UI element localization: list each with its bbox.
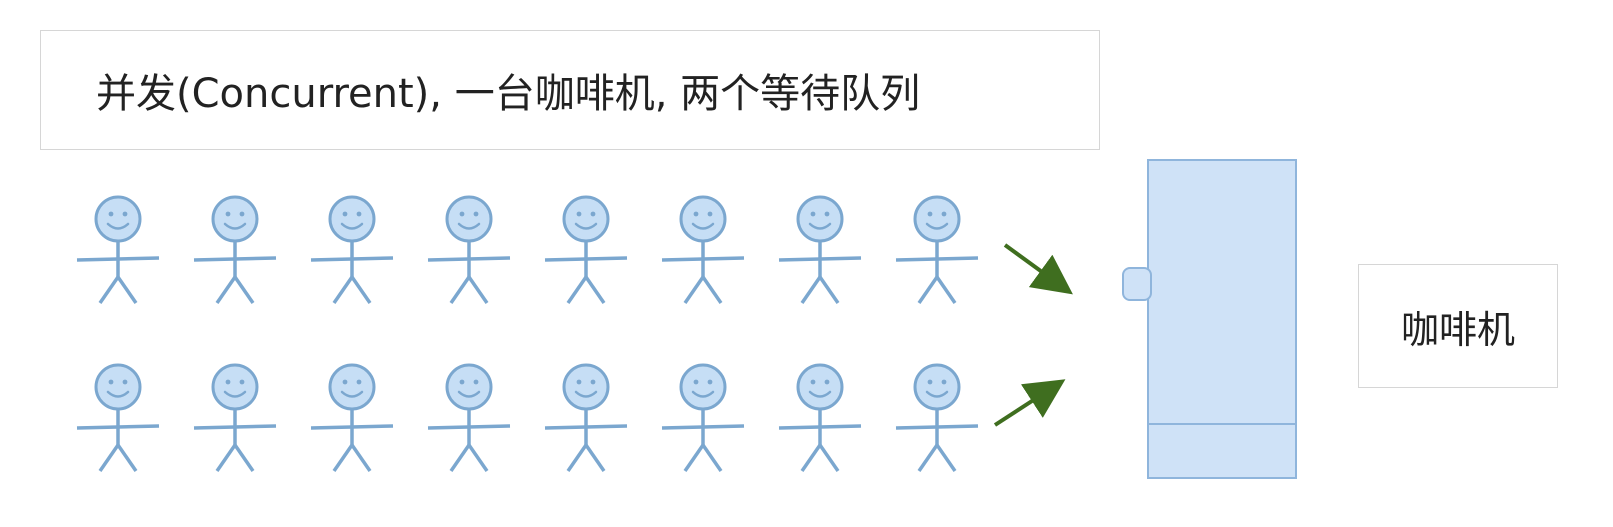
person-icon (544, 363, 628, 472)
person-icon (310, 363, 394, 472)
coffee-machine-label: 咖啡机 (1358, 264, 1558, 388)
queue-1-arrow (1003, 243, 1073, 295)
person-icon (427, 363, 511, 472)
coffee-machine-spout (1122, 267, 1152, 301)
person-icon (427, 195, 511, 304)
diagram-title: 并发(Concurrent), 一台咖啡机, 两个等待队列 (40, 30, 1100, 150)
person-icon (76, 363, 160, 472)
waiting-queues (76, 195, 979, 472)
person-icon (778, 195, 862, 304)
person-icon (661, 195, 745, 304)
coffee-machine (1122, 159, 1297, 479)
person-icon (778, 363, 862, 472)
queue-2 (76, 363, 979, 472)
queue-1 (76, 195, 979, 304)
person-icon (895, 195, 979, 304)
coffee-machine-body (1147, 159, 1297, 479)
queue-2-arrow (993, 379, 1066, 427)
person-icon (310, 195, 394, 304)
person-icon (661, 363, 745, 472)
person-icon (193, 363, 277, 472)
person-icon (544, 195, 628, 304)
person-icon (76, 195, 160, 304)
person-icon (895, 363, 979, 472)
person-icon (193, 195, 277, 304)
